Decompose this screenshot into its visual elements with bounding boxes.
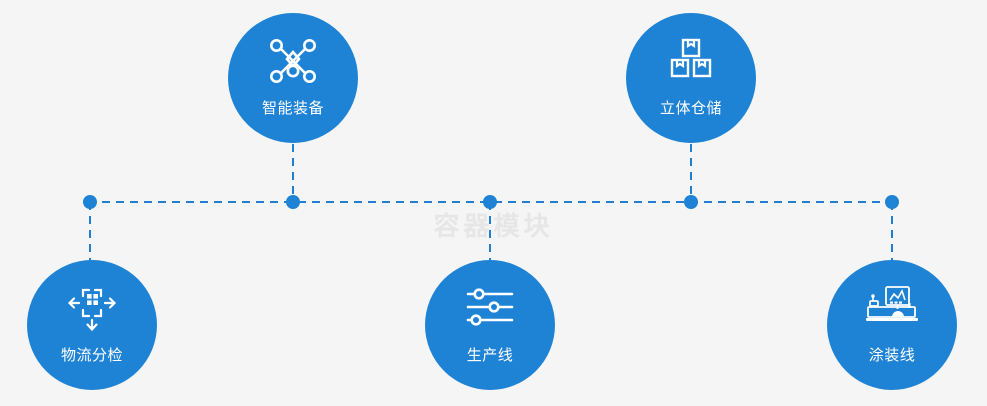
sorting-arrows-icon (63, 282, 121, 334)
stacked-boxes-icon (662, 35, 720, 87)
factory-workstation-icon (863, 282, 921, 334)
node-intelligent-equipment[interactable]: 智能装备 (228, 13, 358, 143)
node-label-intelligent-equipment: 智能装备 (261, 100, 324, 117)
network-nodes-icon (264, 35, 322, 87)
node-label-production-line: 生产线 (466, 347, 514, 364)
bus-dot-logistics-sorting[interactable] (83, 195, 97, 209)
node-label-logistics-sorting: 物流分检 (60, 347, 123, 364)
bus-dot-painting-line[interactable] (885, 195, 899, 209)
node-label-stereoscopic-warehouse: 立体仓储 (659, 100, 722, 117)
sliders-icon (461, 282, 519, 334)
bus-dot-production-line[interactable] (483, 195, 497, 209)
node-painting-line[interactable]: 涂装线 (827, 260, 957, 390)
bus-dot-stereoscopic-warehouse[interactable] (684, 195, 698, 209)
node-production-line[interactable]: 生产线 (425, 260, 555, 390)
bus-dot-intelligent-equipment[interactable] (286, 195, 300, 209)
node-stereoscopic-warehouse[interactable]: 立体仓储 (626, 13, 756, 143)
node-logistics-sorting[interactable]: 物流分检 (27, 260, 157, 390)
node-label-painting-line: 涂装线 (868, 347, 916, 364)
